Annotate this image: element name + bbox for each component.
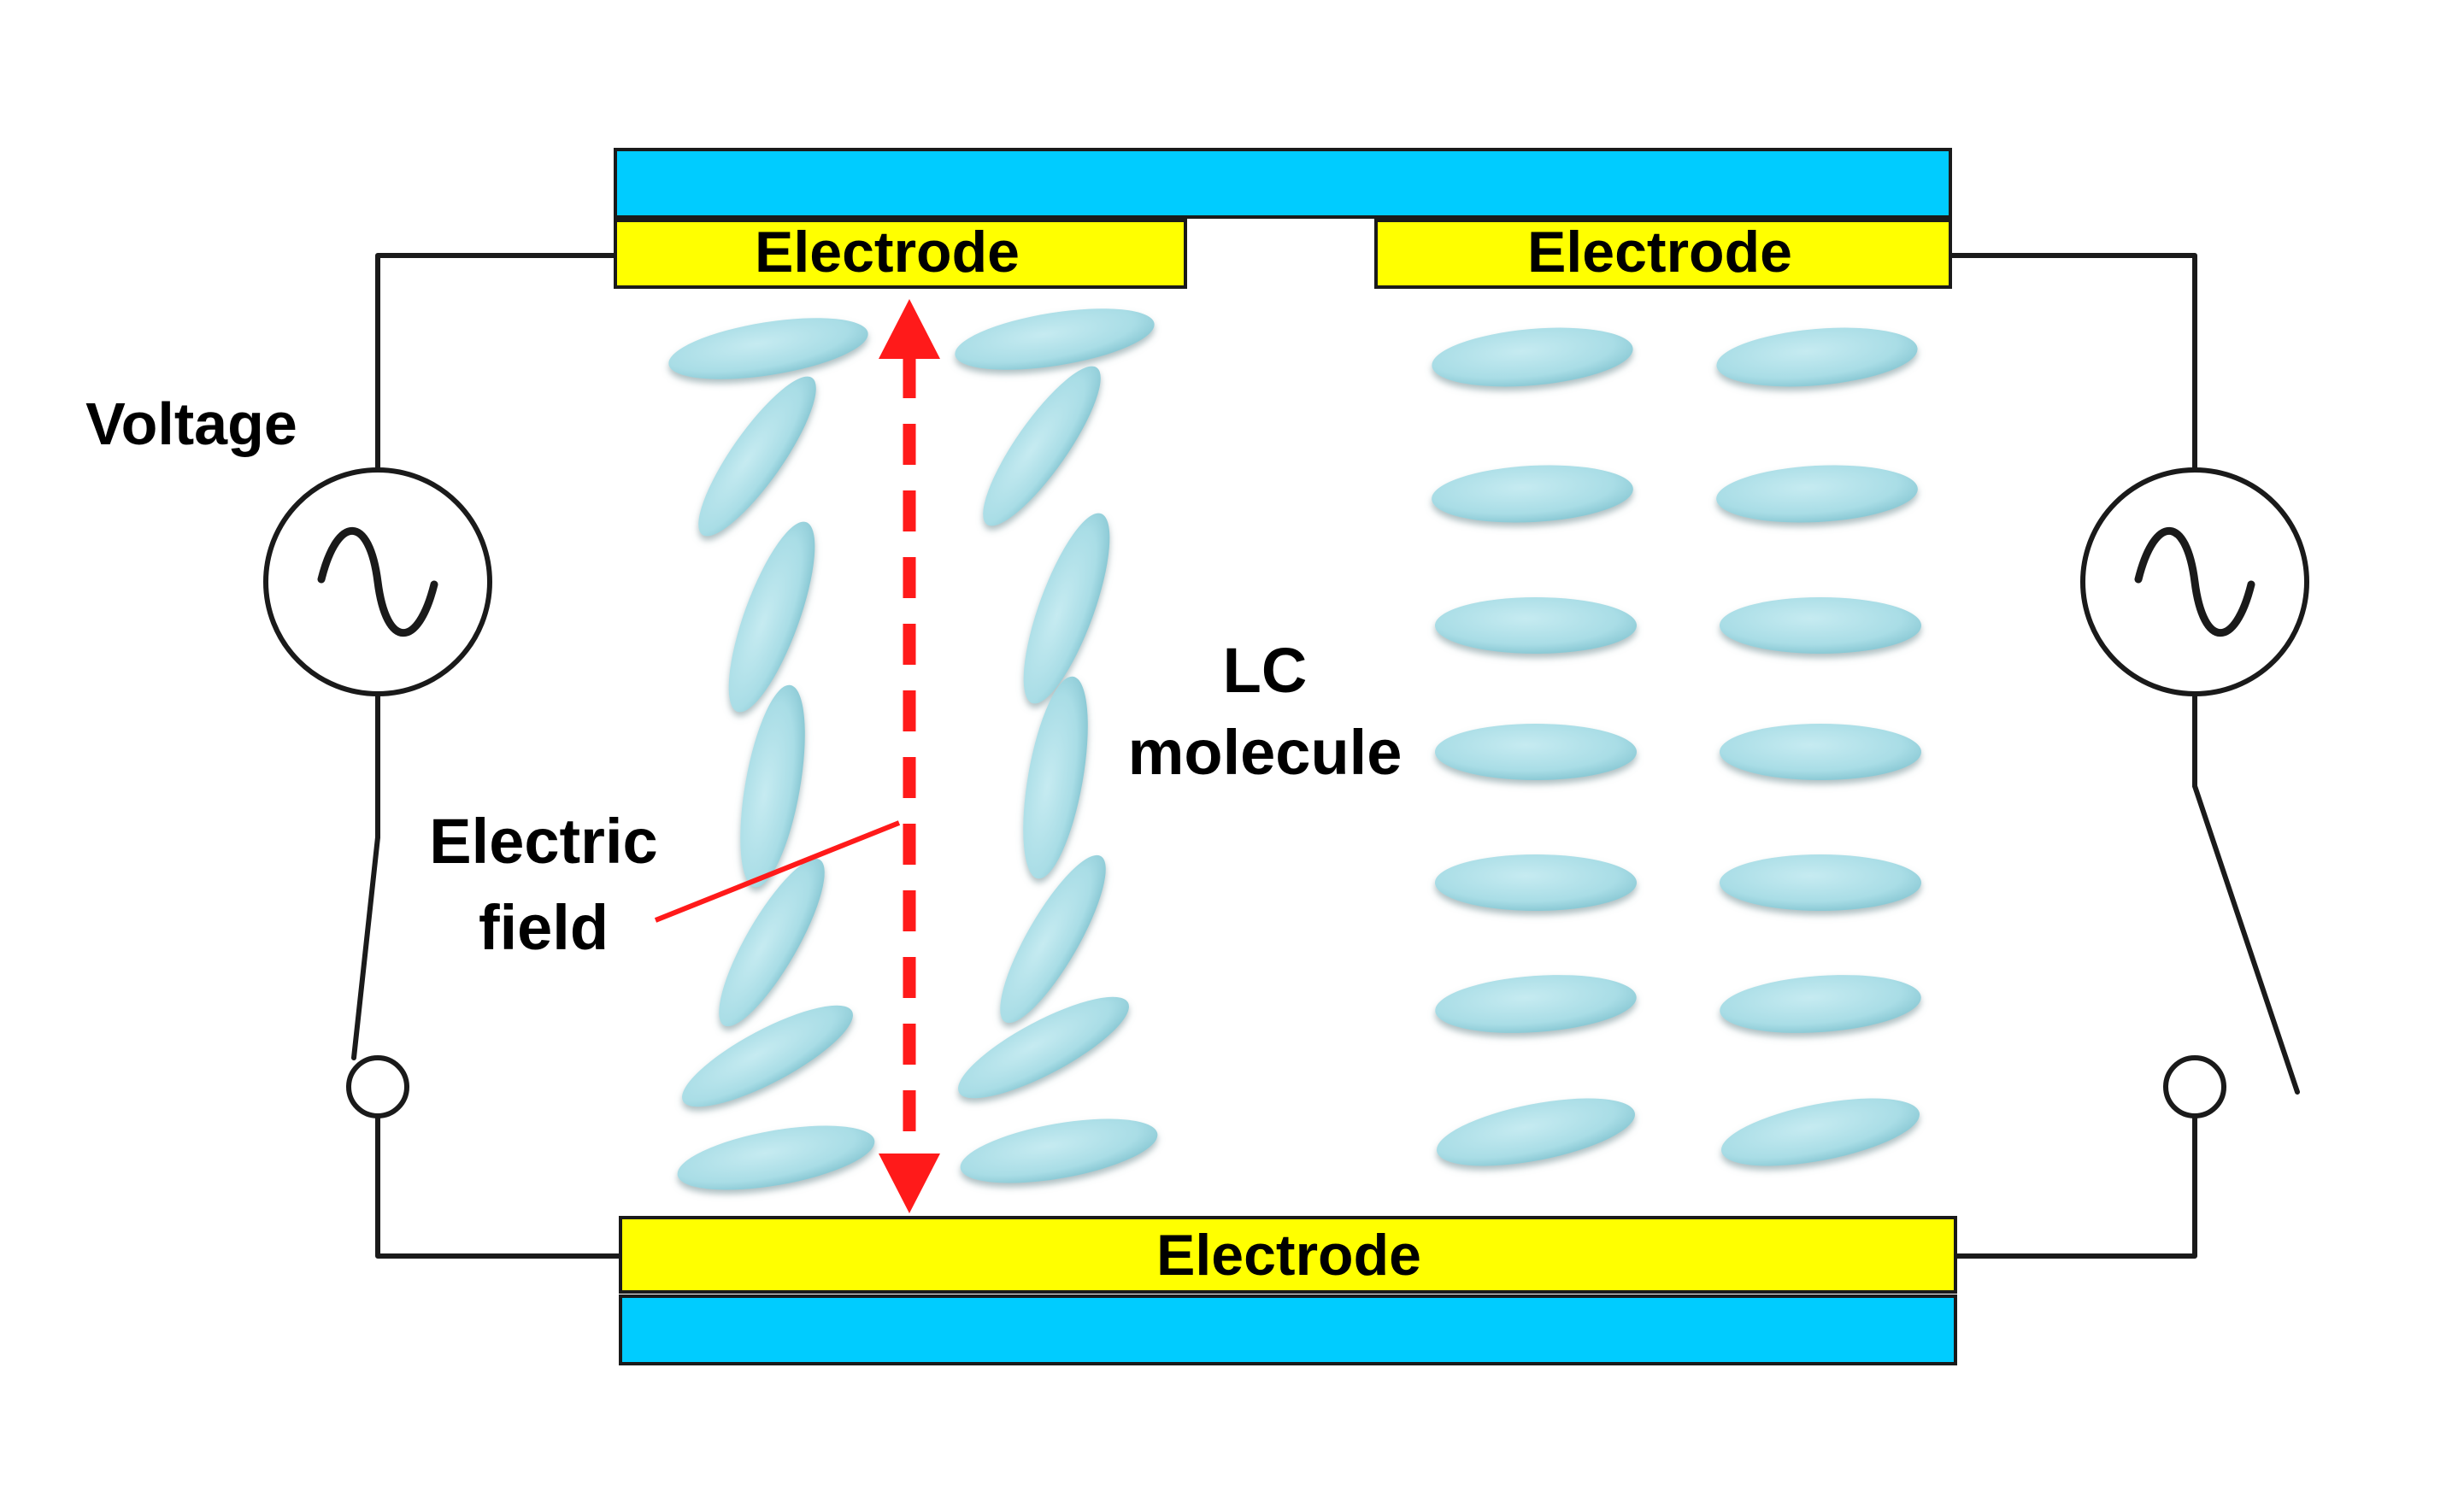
electric-field-arrow-icon <box>879 299 940 1213</box>
lc-molecule <box>1435 597 1637 654</box>
lc-molecule <box>1435 724 1637 780</box>
lc-molecule <box>1716 327 1918 387</box>
lc-molecule <box>728 521 815 713</box>
electric-field-label-line1: Electric <box>429 806 657 877</box>
lc-molecule <box>1720 1098 1920 1166</box>
ac-voltage-source-right-icon <box>2080 467 2309 696</box>
electric-field-label-line2: field <box>479 892 609 963</box>
lc-molecule <box>740 684 805 888</box>
lc-molecules-field-on <box>668 308 1158 1190</box>
right-switch-terminal-icon <box>2163 1055 2226 1118</box>
ac-voltage-source-left-icon <box>263 467 492 696</box>
lc-molecule <box>1432 465 1633 523</box>
electrode-top-right-label: Electrode <box>1527 220 1792 285</box>
lc-molecule <box>983 366 1101 526</box>
circuit-wiring <box>351 253 2300 1259</box>
lc-molecule <box>668 318 868 379</box>
electrode-bottom <box>619 1216 1957 1294</box>
electric-field-leader-line <box>654 820 901 923</box>
lc-molecule-label-line1: LC <box>1223 635 1308 706</box>
lc-molecule <box>1716 465 1918 523</box>
lc-molecule <box>1023 513 1110 704</box>
lc-molecule <box>960 1118 1158 1183</box>
lc-molecule <box>1435 975 1637 1033</box>
lc-molecule-label-line2: molecule <box>1128 717 1403 788</box>
lc-molecules-field-off <box>1432 327 1921 1166</box>
lc-molecule <box>958 996 1129 1099</box>
electrode-top-left <box>614 219 1187 289</box>
lc-molecule <box>1720 724 1921 780</box>
lc-molecule <box>682 1005 853 1107</box>
electrode-top-right <box>1374 219 1952 289</box>
electrode-bottom-label: Electrode <box>1156 1223 1421 1288</box>
lc-molecule <box>1720 854 1921 911</box>
lc-molecule <box>1436 1098 1636 1166</box>
voltage-label: Voltage <box>85 390 297 457</box>
lc-molecule <box>1000 854 1106 1024</box>
left-switch-blade <box>351 835 380 1060</box>
lc-molecule <box>1720 975 1921 1033</box>
lc-molecule <box>698 376 816 537</box>
electrode-top-left-label: Electrode <box>755 220 1020 285</box>
top-glass-substrate <box>614 148 1952 219</box>
lc-molecule <box>1432 327 1633 387</box>
lc-molecule <box>1023 676 1088 879</box>
lc-molecule <box>1435 854 1637 911</box>
right-switch-blade <box>2192 784 2300 1095</box>
bottom-glass-substrate <box>619 1294 1957 1365</box>
lc-molecule <box>719 858 825 1027</box>
left-switch-terminal-icon <box>346 1055 409 1118</box>
lc-molecule <box>1720 597 1921 654</box>
lc-molecule <box>677 1125 875 1190</box>
lc-molecule <box>955 308 1155 370</box>
